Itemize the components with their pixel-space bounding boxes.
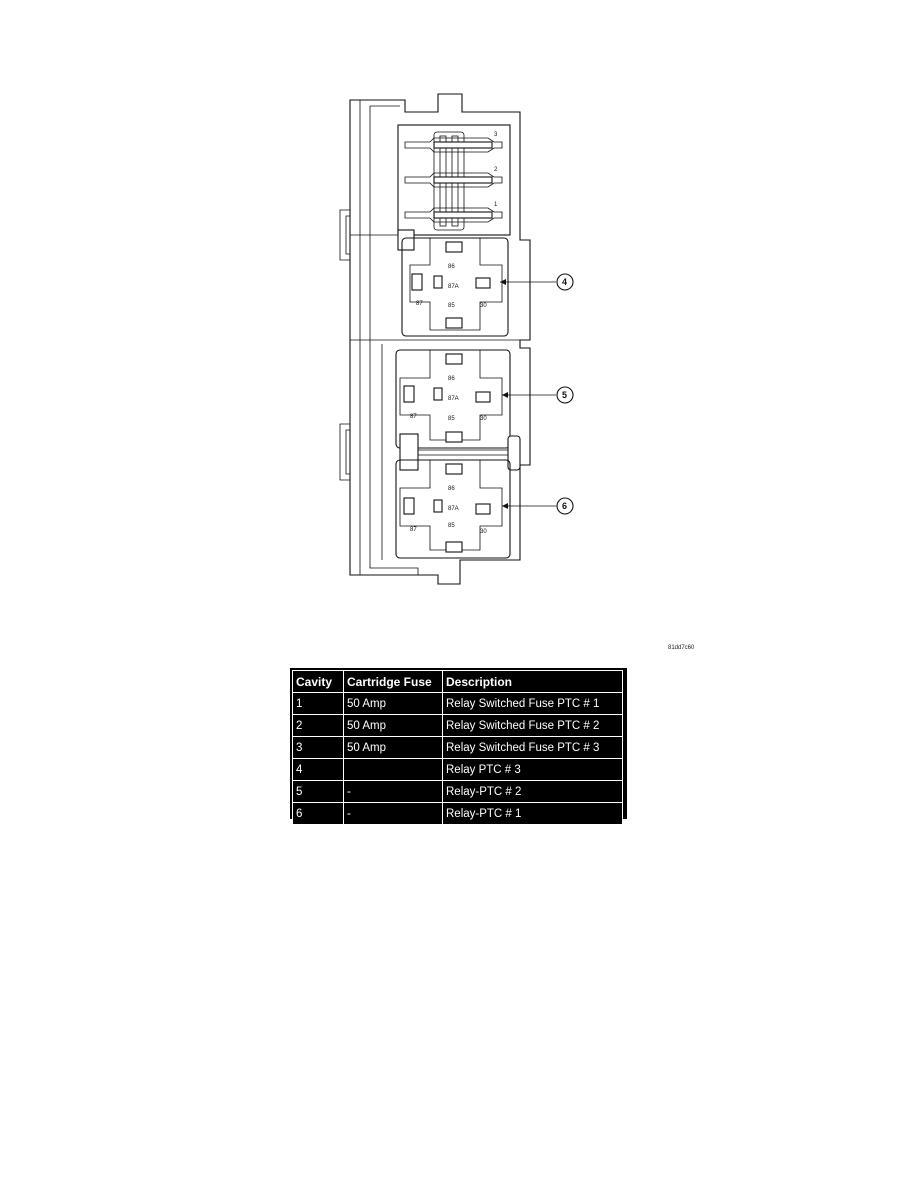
table-row: 5 - Relay-PTC # 2 — [292, 780, 623, 803]
fuse-number-1: 1 — [494, 202, 498, 208]
table-row: 4 Relay PTC # 3 — [292, 758, 623, 781]
relay-cavity-5: 86 87A 87 85 30 — [395, 349, 511, 449]
pin-86-label: 86 — [448, 264, 455, 270]
pin-87A-label: 87A — [448, 396, 459, 402]
header-cavity: Cavity — [292, 670, 344, 693]
cell-fuse: 50 Amp — [343, 736, 443, 759]
cell-description: Relay Switched Fuse PTC # 3 — [442, 736, 623, 759]
svg-text:6: 6 — [562, 501, 567, 511]
fuse-relay-block-diagram: 3 2 1 86 87A 87 85 30 — [330, 90, 600, 590]
diagram-svg: 3 2 1 86 87A 87 85 30 — [339, 93, 574, 585]
pin-87-label: 87 — [416, 301, 423, 307]
svg-text:4: 4 — [562, 277, 567, 287]
pin-86-label: 86 — [448, 486, 455, 492]
cell-cavity: 2 — [292, 714, 344, 737]
cell-description: Relay PTC # 3 — [442, 758, 623, 781]
table-row: 6 - Relay-PTC # 1 — [292, 802, 623, 825]
cell-fuse: 50 Amp — [343, 714, 443, 737]
pin-87-label: 87 — [410, 414, 417, 420]
table-row: 3 50 Amp Relay Switched Fuse PTC # 3 — [292, 736, 623, 759]
table-row: 2 50 Amp Relay Switched Fuse PTC # 2 — [292, 714, 623, 737]
relay-cavity-6: 86 87A 87 85 30 — [395, 459, 511, 559]
cell-cavity: 4 — [292, 758, 344, 781]
pin-86-label: 86 — [448, 376, 455, 382]
pin-85-label: 85 — [448, 416, 455, 422]
relay-cavity-4: 86 87A 87 85 30 — [401, 237, 509, 337]
header-cartridge-fuse: Cartridge Fuse — [343, 670, 443, 693]
cell-description: Relay Switched Fuse PTC # 2 — [442, 714, 623, 737]
callout-6: 6 — [502, 497, 574, 515]
cartridge-fuses: 3 2 1 — [404, 132, 503, 223]
cavity-table: Cavity Cartridge Fuse Description 1 50 A… — [292, 670, 623, 825]
cell-description: Relay-PTC # 1 — [442, 802, 623, 825]
cell-cavity: 6 — [292, 802, 344, 825]
cell-fuse: - — [343, 780, 443, 803]
pin-30-label: 30 — [480, 529, 487, 535]
pin-30-label: 30 — [480, 303, 487, 309]
cell-fuse: - — [343, 802, 443, 825]
callout-4: 4 — [500, 273, 574, 291]
cell-description: Relay-PTC # 2 — [442, 780, 623, 803]
fuse-number-3: 3 — [494, 132, 498, 138]
cell-fuse — [343, 758, 443, 781]
svg-text:5: 5 — [562, 390, 567, 400]
pin-85-label: 85 — [448, 303, 455, 309]
cell-description: Relay Switched Fuse PTC # 1 — [442, 692, 623, 715]
pin-87-label: 87 — [410, 527, 417, 533]
cell-cavity: 1 — [292, 692, 344, 715]
image-code: 81dd7c60 — [668, 645, 695, 651]
cavity-table-container: Cavity Cartridge Fuse Description 1 50 A… — [290, 668, 627, 825]
pin-85-label: 85 — [448, 523, 455, 529]
pin-87A-label: 87A — [448, 506, 459, 512]
cell-fuse: 50 Amp — [343, 692, 443, 715]
header-description: Description — [442, 670, 623, 693]
pin-30-label: 30 — [480, 416, 487, 422]
table-header-row: Cavity Cartridge Fuse Description — [292, 670, 623, 693]
cell-cavity: 5 — [292, 780, 344, 803]
cell-cavity: 3 — [292, 736, 344, 759]
table-row: 1 50 Amp Relay Switched Fuse PTC # 1 — [292, 692, 623, 715]
fuse-number-2: 2 — [494, 167, 498, 173]
callout-5: 5 — [502, 386, 574, 404]
pin-87A-label: 87A — [448, 284, 459, 290]
